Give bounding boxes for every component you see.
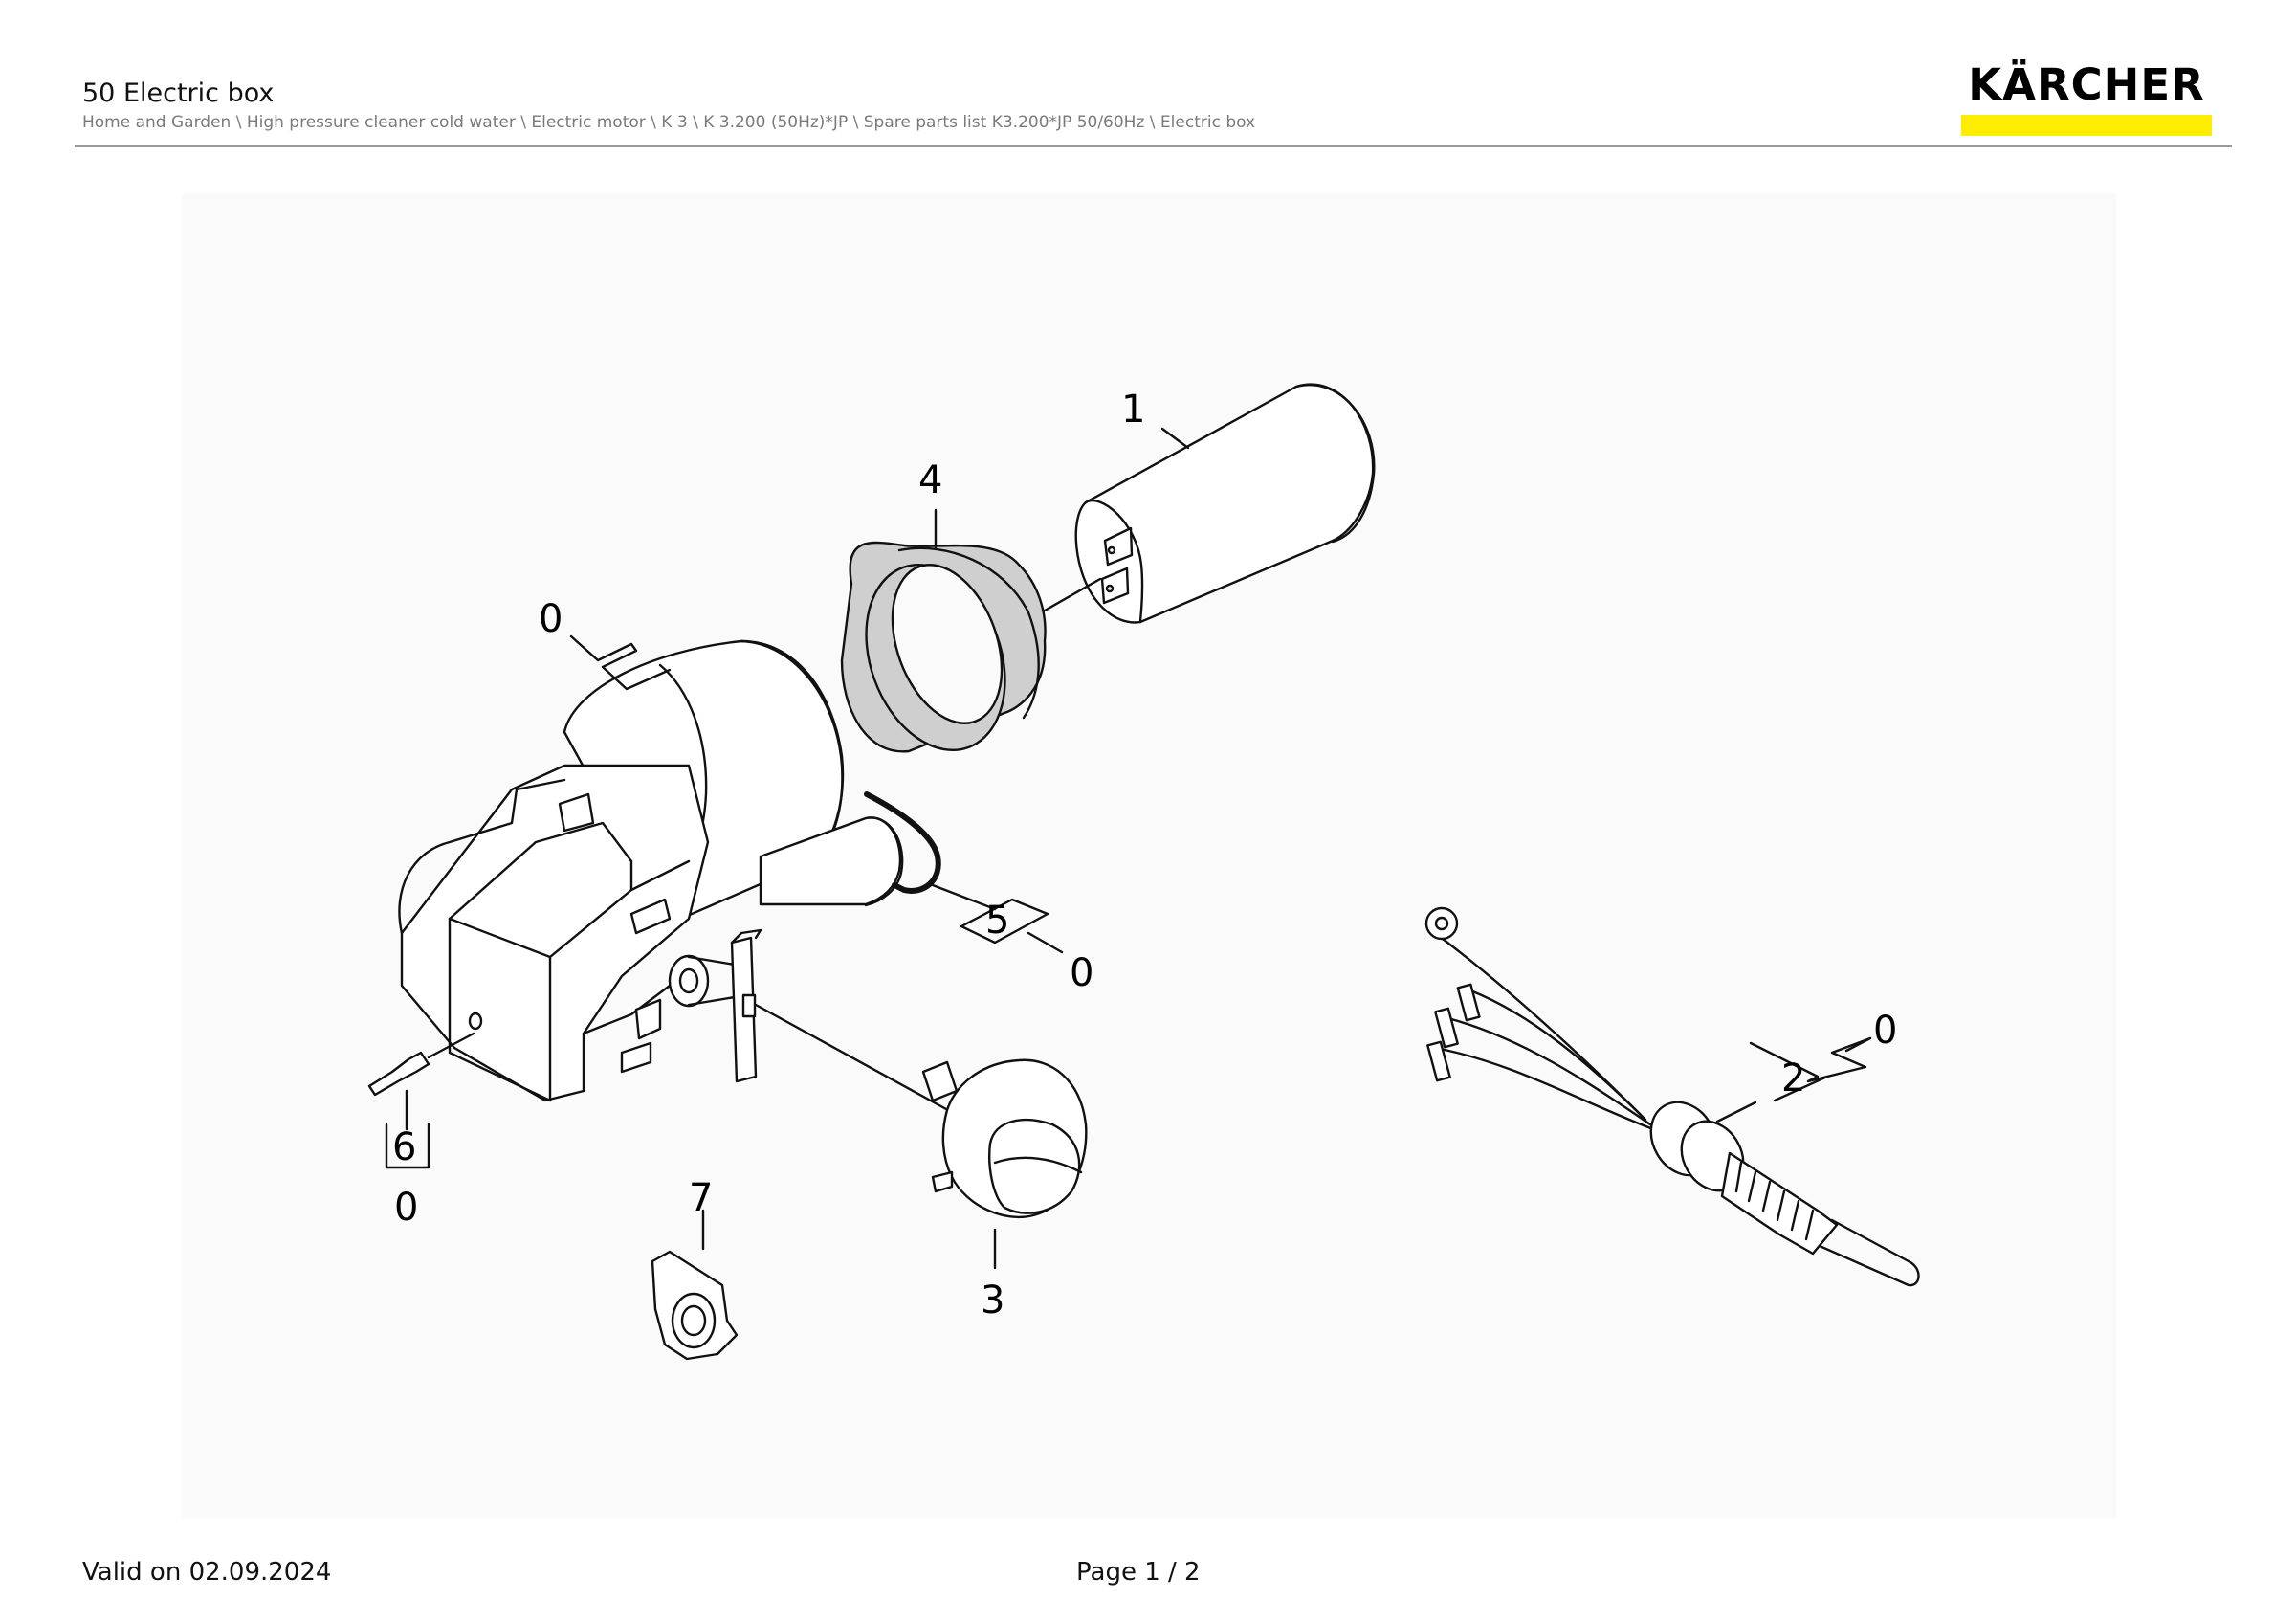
callout-0-part-2: 0 [1873,1009,1897,1053]
page-number: Page 1 / 2 [1076,1558,1201,1587]
logo-wordmark: KÄRCHER [1968,59,2205,110]
exploded-parts-drawing: 1 4 0 5 0 6 0 7 3 2 0 [182,193,2116,1518]
valid-date: Valid on 02.09.2024 [82,1558,332,1587]
brand-logo: KÄRCHER [1961,61,2212,136]
callout-0-part-6: 0 [394,1186,418,1230]
grommet-part-7 [651,1209,739,1361]
logo-yellow-bar [1961,115,2212,136]
callout-5: 5 [985,899,1009,943]
nozzle-part-6 [367,1032,475,1169]
callout-1: 1 [1121,388,1145,432]
callout-0-part-5: 0 [1070,951,1093,995]
callout-4: 4 [918,458,942,502]
switch-knob-part-3 [921,1058,1088,1270]
power-cable-part-2 [1424,906,1920,1287]
page-title: 50 Electric box [82,78,275,108]
header-divider [75,145,2232,147]
motor-housing-assembly [398,634,959,1117]
breadcrumb: Home and Garden \ High pressure cleaner … [82,113,1256,132]
label-5-leader [931,883,1064,954]
callout-2: 2 [1781,1056,1805,1101]
callout-6: 6 [392,1125,416,1169]
sleeve-ring-part-4 [840,508,1047,753]
callout-3: 3 [981,1278,1004,1323]
callout-0-motor: 0 [539,597,563,641]
capacitor-part-1 [1036,383,1376,624]
callout-7: 7 [689,1176,713,1220]
